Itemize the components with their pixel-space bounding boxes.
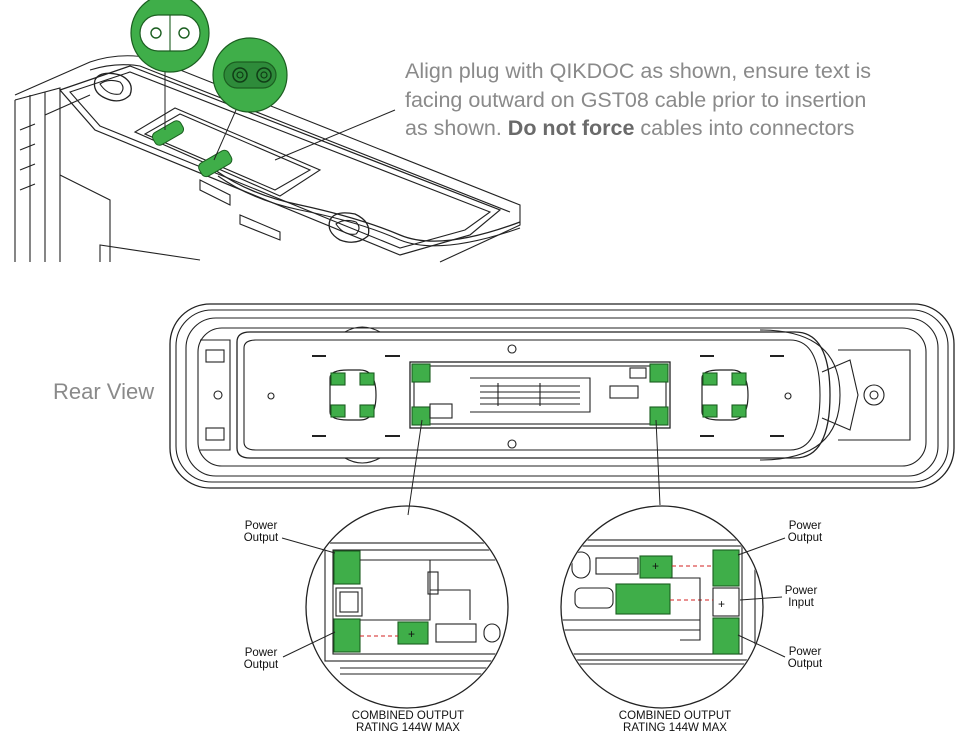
rating-left-line2: RATING 144W MAX (356, 722, 460, 734)
instruction-text-end: cables into connectors (640, 116, 855, 140)
rear-mount-slot-right (701, 369, 749, 421)
rating-right-line1: COMBINED OUTPUT (618, 710, 732, 722)
detail-circle-right: + + (560, 505, 786, 709)
instruction-warning: Do not force (507, 116, 635, 140)
detail-circle-left: + (281, 505, 509, 709)
callout-left-bottom: Power Output (243, 647, 279, 671)
plug-face-magnified-2 (212, 37, 288, 113)
rating-left-line1: COMBINED OUTPUT (351, 710, 465, 722)
isometric-fixture-view (14, 55, 521, 263)
rear-mount-slot-left (329, 369, 377, 421)
qikdoc-plugs (151, 120, 233, 178)
callout-right-middle: Power Input (784, 585, 818, 609)
installation-instruction: Align plug with QIKDOC as shown, ensure … (405, 57, 875, 143)
callout-right-bottom: Power Output (787, 646, 823, 670)
rating-right-line2: RATING 144W MAX (623, 722, 727, 734)
rating-right: COMBINED OUTPUT RATING 144W MAX (590, 710, 760, 734)
svg-text:+: + (652, 559, 659, 573)
callout-right-top: Power Output (787, 520, 823, 544)
rear-view-fixture (169, 303, 955, 516)
rear-qikdoc-module (409, 361, 671, 429)
instruction-text: Align plug with QIKDOC as shown, ensure … (405, 59, 872, 140)
svg-text:+: + (408, 627, 415, 641)
rear-view-label: Rear View (53, 379, 155, 404)
svg-text:+: + (718, 597, 725, 611)
plug-face-magnified-1 (130, 0, 210, 73)
callout-left-top: Power Output (243, 520, 279, 544)
rating-left: COMBINED OUTPUT RATING 144W MAX (323, 710, 493, 734)
